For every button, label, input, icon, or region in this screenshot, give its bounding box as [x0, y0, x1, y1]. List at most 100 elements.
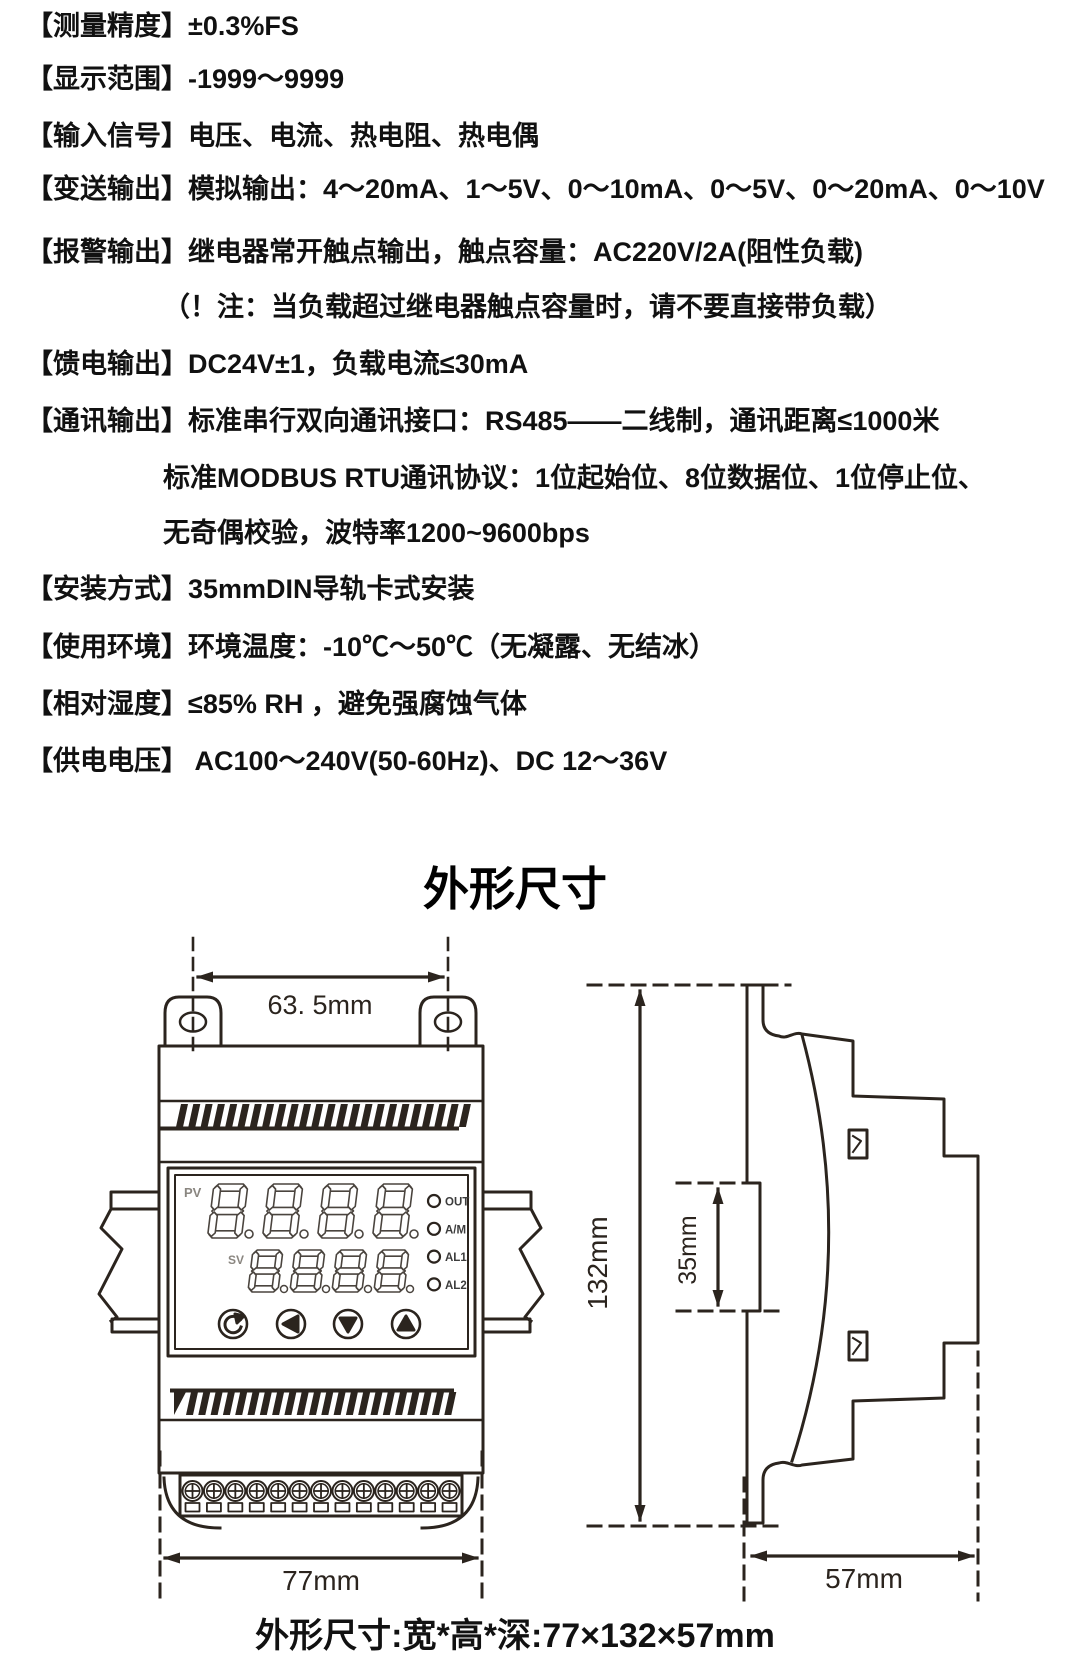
side-profile	[745, 983, 980, 1525]
seven-seg-digit	[317, 1183, 359, 1239]
screw-terminal	[267, 1480, 290, 1513]
screw-terminal	[202, 1480, 225, 1513]
spec-value: 模拟输出：4～20mA、1～5V、0～10mA、0～5V、0～20mA、0～10…	[188, 174, 1045, 204]
spec-line: 【使用环境】环境温度：-10℃～50℃（无凝露、无结冰）	[26, 627, 716, 667]
screw-terminal	[181, 1480, 204, 1513]
led-label: A/M	[445, 1224, 466, 1236]
spec-line: 【显示范围】-1999～9999	[26, 59, 344, 99]
spec-line: 【变送输出】模拟输出：4～20mA、1～5V、0～10mA、0～5V、0～20m…	[26, 169, 1045, 209]
spec-label: 【显示范围】	[26, 64, 188, 94]
spec-value: （！注：当负载超过继电器触点容量时，请不要直接带负载）	[163, 292, 892, 322]
dimensions-caption: 外形尺寸:宽*高*深:77×132×57mm	[255, 1617, 775, 1655]
spec-value: 标准MODBUS RTU通讯协议：1位起始位、8位数据位、1位停止位、	[163, 463, 986, 493]
screw-terminal	[417, 1480, 440, 1513]
spec-line: （！注：当负载超过继电器触点容量时，请不要直接带负载）	[26, 287, 892, 327]
spec-line: 【相对湿度】≤85% RH ，避免强腐蚀气体	[26, 684, 527, 724]
screw-terminal	[288, 1480, 311, 1513]
spec-value: ±0.3%FS	[188, 11, 299, 41]
spec-label: 【供电电压】	[26, 746, 188, 776]
side-bezel-arc	[790, 1033, 831, 1463]
spec-value: ≤85% RH ，避免强腐蚀气体	[188, 689, 527, 719]
din-rail-left-icon	[97, 1190, 161, 1334]
spec-value: 电压、电流、热电阻、热电偶	[188, 121, 539, 151]
screw-terminal	[395, 1480, 418, 1513]
dim-depth: 57mm	[825, 1563, 903, 1594]
seven-seg-digit	[372, 1183, 414, 1239]
seven-seg-digit	[262, 1183, 304, 1239]
dim-bottom-width: 77mm	[282, 1565, 360, 1596]
screw-terminal	[224, 1480, 247, 1513]
screw-terminals	[181, 1480, 461, 1513]
dimension-arrows	[163, 971, 975, 1564]
spec-line: 无奇偶校验，波特率1200~9600bps	[26, 513, 590, 553]
spec-value: 无奇偶校验，波特率1200~9600bps	[163, 518, 590, 548]
spec-value: DC24V±1，负载电流≤30mA	[188, 349, 529, 379]
spec-line: 【测量精度】±0.3%FS	[26, 6, 299, 46]
spec-value: -1999～9999	[188, 64, 345, 94]
seven-seg-digit	[247, 1249, 284, 1293]
down-button-icon	[332, 1308, 364, 1340]
led-label: AL1	[445, 1252, 467, 1264]
seven-seg-digit	[331, 1249, 368, 1293]
spec-label: 【馈电输出】	[26, 349, 188, 379]
spec-line: 【报警输出】继电器常开触点输出，触点容量：AC220V/2A(阻性负载)	[26, 232, 863, 272]
spec-line: 【安装方式】35mmDIN导轨卡式安装	[26, 569, 475, 609]
rail-clip-bottom-icon	[847, 1330, 869, 1362]
display-panel-inner	[174, 1174, 469, 1350]
screw-terminal	[352, 1480, 375, 1513]
spec-value: 标准串行双向通讯接口：RS485——二线制，通讯距离≤1000米	[188, 406, 940, 436]
screw-terminal	[374, 1480, 397, 1513]
pv-seven-segment-display	[207, 1183, 419, 1239]
section-title: 外形尺寸	[423, 863, 607, 915]
sv-seven-segment-display	[247, 1249, 415, 1294]
led-label: AL2	[445, 1280, 467, 1292]
pv-label: PV	[184, 1185, 202, 1200]
seven-seg-digit	[207, 1183, 249, 1239]
left-button-icon	[275, 1308, 307, 1340]
spec-line: 标准MODBUS RTU通讯协议：1位起始位、8位数据位、1位停止位、	[26, 458, 985, 498]
specs-list: 【测量精度】±0.3%FS【显示范围】-1999～9999【输入信号】电压、电流…	[26, 6, 1074, 796]
up-button-icon	[390, 1308, 422, 1340]
led-indicator: A/M	[426, 1221, 466, 1236]
vent-slats-top	[160, 1104, 471, 1131]
dim-height: 132mm	[582, 1216, 613, 1309]
spec-line: 【供电电压】 AC100～240V(50-60Hz)、DC 12～36V	[26, 741, 667, 781]
spec-value: AC100～240V(50-60Hz)、DC 12～36V	[188, 746, 668, 776]
seven-seg-digit	[373, 1249, 410, 1293]
screw-terminal	[331, 1480, 354, 1513]
screw-terminal	[310, 1480, 333, 1513]
side-view: 132mm 35mm 57mm	[582, 983, 980, 1602]
screw-terminal	[438, 1480, 461, 1513]
spec-label: 【使用环境】	[26, 632, 188, 662]
spec-line: 【输入信号】电压、电流、热电阻、热电偶	[26, 116, 539, 156]
dim-top-width: 63. 5mm	[267, 990, 372, 1020]
side-front-face	[745, 983, 762, 1525]
spec-line: 【馈电输出】DC24V±1，负载电流≤30mA	[26, 344, 528, 384]
spec-label: 【报警输出】	[26, 237, 188, 267]
cycle-button-icon	[217, 1308, 249, 1340]
led-indicator: AL2	[426, 1277, 467, 1292]
spec-label: 【输入信号】	[26, 121, 188, 151]
front-buttons	[217, 1308, 422, 1340]
spec-label: 【相对湿度】	[26, 689, 188, 719]
screw-terminal	[245, 1480, 268, 1513]
spec-value: 继电器常开触点输出，触点容量：AC220V/2A(阻性负载)	[188, 237, 864, 267]
din-rail-right-icon	[481, 1190, 545, 1334]
rail-clip-top-icon	[847, 1128, 869, 1160]
sv-label: SV	[228, 1253, 244, 1267]
spec-label: 【变送输出】	[26, 174, 188, 204]
dim-rail-height: 35mm	[674, 1215, 702, 1284]
led-indicator: OUT	[426, 1193, 469, 1209]
led-label: OUT	[445, 1197, 469, 1209]
led-indicator: AL1	[426, 1249, 467, 1264]
spec-line: 【通讯输出】标准串行双向通讯接口：RS485——二线制，通讯距离≤1000米	[26, 401, 939, 441]
spec-value: 35mmDIN导轨卡式安装	[188, 574, 475, 604]
vent-slats-bottom	[170, 1388, 457, 1415]
spec-label: 【通讯输出】	[26, 406, 188, 436]
spec-label: 【安装方式】	[26, 574, 188, 604]
seven-seg-digit	[289, 1249, 326, 1293]
spec-label: 【测量精度】	[26, 11, 188, 41]
